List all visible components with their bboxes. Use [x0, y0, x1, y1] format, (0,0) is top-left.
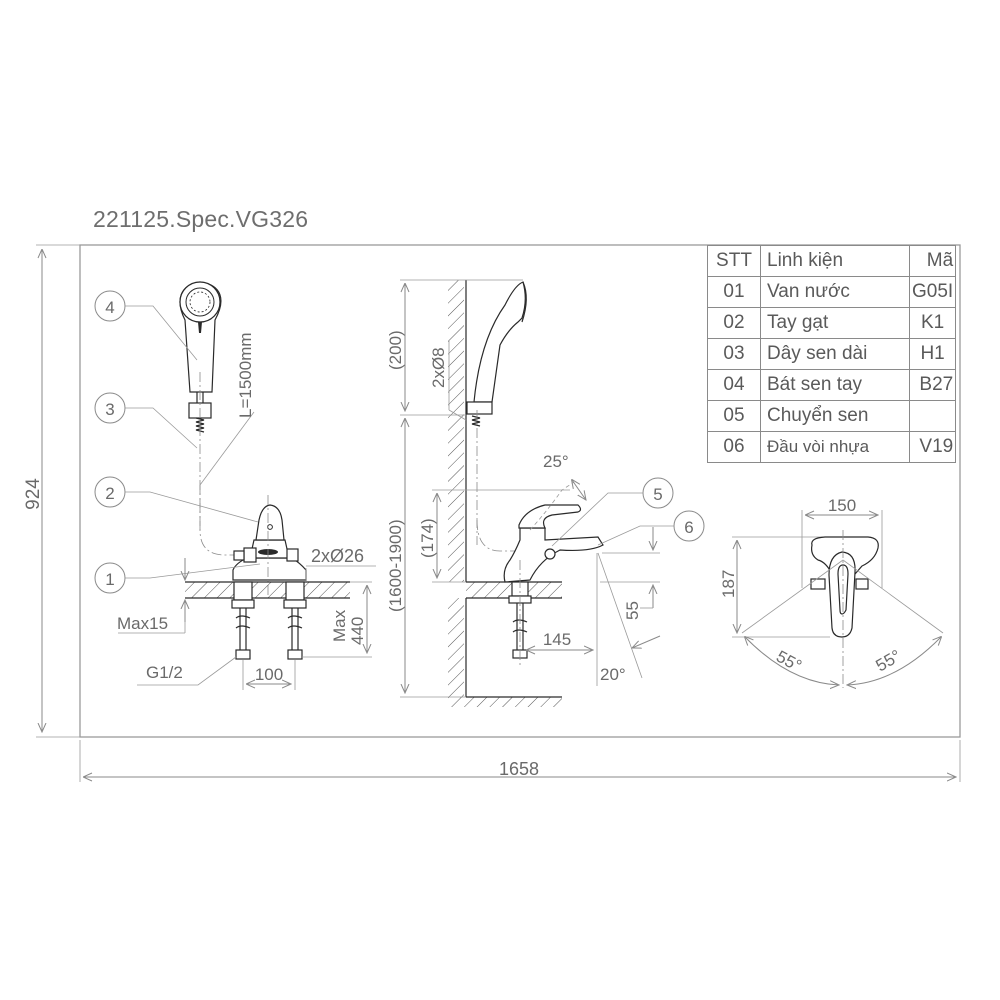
row-stt: 02 — [707, 307, 761, 339]
spout-height-label: 55 — [623, 601, 642, 620]
table-row: 04 Bát sen tay B27 — [707, 369, 957, 401]
top-view: 150 187 55° 55° — [719, 496, 944, 688]
top-width-label: 150 — [828, 496, 856, 515]
row-part: Bát sen tay — [760, 369, 910, 401]
row-code: V19 — [908, 431, 957, 463]
header-code: Mã — [908, 245, 957, 277]
callout-3: 3 — [94, 392, 198, 449]
svg-text:5: 5 — [653, 485, 662, 504]
spacing-label: 100 — [255, 665, 283, 684]
holder-screws-label: 2xØ8 — [429, 347, 448, 388]
connection-label: G1/2 — [146, 663, 183, 682]
overall-height-dimension: 924 — [23, 244, 80, 738]
row-stt: 06 — [707, 431, 761, 463]
svg-text:3: 3 — [105, 400, 114, 419]
lever-angle-label: 25° — [543, 452, 569, 471]
callout-4: 4 — [94, 290, 198, 361]
row-stt: 03 — [707, 338, 761, 370]
hand-shower-side-icon — [466, 281, 527, 427]
hole-diameter-label: 2xØ26 — [311, 546, 364, 566]
table-header-row: STT Linh kiện Mã — [707, 245, 957, 277]
callout-5: 5 — [551, 477, 674, 547]
svg-text:6: 6 — [684, 518, 693, 537]
drawing-frame — [79, 244, 961, 738]
row-stt: 01 — [707, 276, 761, 308]
row-code — [908, 400, 957, 432]
max-length-value: 440 — [348, 617, 367, 645]
row-part: Đầu vòi nhựa — [760, 431, 910, 463]
supply-pipes-icon — [231, 581, 307, 660]
overall-width-label: 1658 — [499, 759, 539, 779]
header-part: Linh kiện — [760, 245, 910, 277]
front-view: L=1500mm — [94, 281, 376, 690]
table-row: 05 Chuyển sen — [707, 400, 957, 432]
row-code: B27 — [908, 369, 957, 401]
body-height-label: (174) — [418, 518, 437, 558]
row-code: G05I — [908, 276, 957, 308]
holder-height-label: (200) — [386, 330, 405, 370]
header-stt: STT — [707, 245, 761, 277]
angle-right-label: 55° — [873, 646, 905, 675]
side-view: (200) 2xØ8 (1600-1900) 25° — [386, 279, 705, 707]
overall-height-label: 924 — [23, 478, 44, 510]
spout-reach-label: 145 — [543, 630, 571, 649]
callout-2: 2 — [94, 476, 259, 523]
svg-text:4: 4 — [105, 298, 114, 317]
max-deck-label: Max15 — [117, 614, 168, 633]
row-part: Dây sen dài — [760, 338, 910, 370]
row-stt: 05 — [707, 400, 761, 432]
table-row: 02 Tay gạt K1 — [707, 307, 957, 339]
parts-table: STT Linh kiện Mã 01 Van nước G05I 02 Tay… — [707, 245, 957, 463]
row-part: Van nước — [760, 276, 910, 308]
row-code: K1 — [908, 307, 957, 339]
svg-text:1: 1 — [105, 570, 114, 589]
svg-text:2: 2 — [105, 484, 114, 503]
row-part: Tay gạt — [760, 307, 910, 339]
spout-angle-label: 20° — [600, 665, 626, 684]
top-depth-label: 187 — [719, 570, 738, 598]
overall-width-dimension: 1658 — [79, 740, 961, 782]
hose-length-label: L=1500mm — [236, 332, 255, 418]
drawing-title: 221125.Spec.VG326 — [93, 206, 309, 232]
hand-shower-icon — [179, 281, 222, 433]
table-row: 01 Van nước G05I — [707, 276, 957, 308]
table-row: 03 Dây sen dài H1 — [707, 338, 957, 370]
max-length-label: Max — [330, 609, 349, 642]
mixer-body-icon — [232, 504, 307, 581]
table-row: 06 Đầu vòi nhựa V19 — [707, 431, 957, 463]
row-part: Chuyển sen — [760, 400, 910, 432]
callout-6: 6 — [597, 510, 705, 546]
callout-1: 1 — [94, 562, 261, 594]
angle-left-label: 55° — [773, 647, 805, 676]
mixer-top-icon — [810, 536, 879, 638]
row-stt: 04 — [707, 369, 761, 401]
mount-height-label: (1600-1900) — [386, 519, 405, 612]
row-code: H1 — [908, 338, 957, 370]
